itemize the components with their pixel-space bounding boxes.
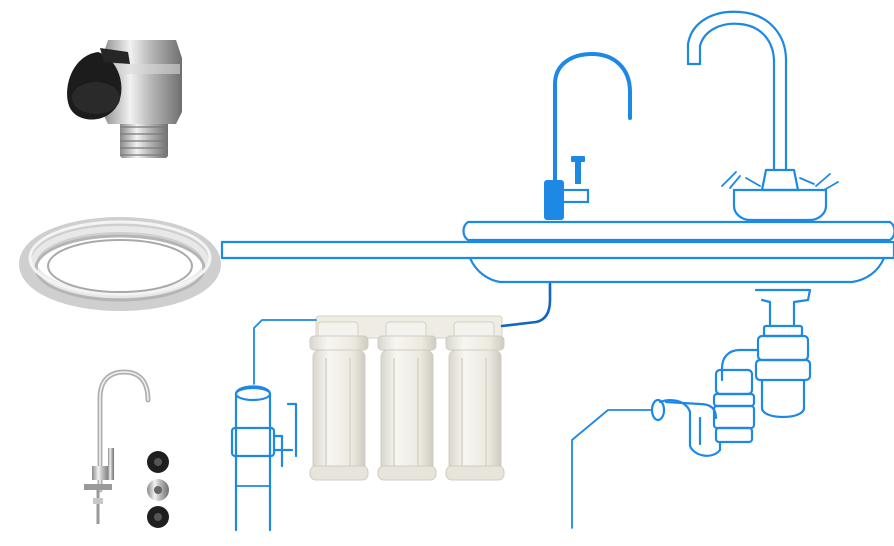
tee-valve-icon bbox=[67, 40, 182, 158]
filter-housing-3 bbox=[445, 321, 505, 481]
filter-housing-1 bbox=[309, 321, 369, 481]
kitchen-mixer-faucet bbox=[686, 10, 839, 222]
sink-basin bbox=[462, 220, 894, 284]
countertop bbox=[220, 240, 894, 260]
drinking-faucet-kit-icon bbox=[84, 369, 169, 528]
filtered-water-tube bbox=[500, 282, 552, 328]
cold-water-supply-valve bbox=[230, 319, 317, 532]
triple-filter-housings bbox=[309, 315, 505, 481]
drain-trap bbox=[571, 288, 812, 529]
filtered-water-faucet bbox=[544, 51, 632, 220]
tubing-coil-icon bbox=[19, 217, 221, 311]
filter-housing-2 bbox=[377, 321, 437, 481]
